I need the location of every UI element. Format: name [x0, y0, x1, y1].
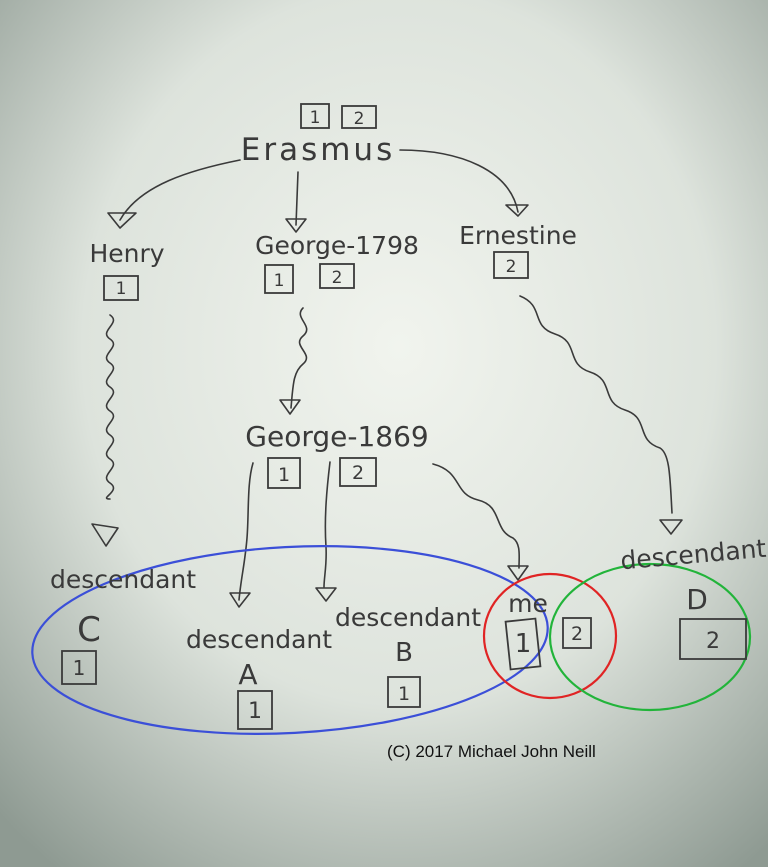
- badge-box: [341, 105, 377, 129]
- badge-box: [264, 264, 294, 294]
- arrows: [105, 149, 673, 601]
- arrowheads: [91, 204, 683, 608]
- badge-label: 2: [352, 462, 364, 484]
- arrowhead-descendantD: [659, 519, 683, 535]
- arrow-ernestine-descendantD: [519, 295, 673, 514]
- arrow-george1869-descendantA: [238, 462, 254, 601]
- copyright-text: (C) 2017 Michael John Neill: [387, 742, 596, 761]
- badge-box: [267, 457, 301, 489]
- badge-label: 1: [116, 279, 127, 299]
- badge-box: [237, 690, 273, 730]
- node-ernestine: Ernestine 2: [459, 221, 577, 279]
- arrow-erasmus-george1798: [295, 171, 299, 226]
- node-name: descendant: [186, 625, 332, 654]
- blue-group-ellipse: [31, 545, 549, 735]
- node-letter: C: [77, 610, 101, 650]
- arrow-george1798-george1869: [290, 307, 308, 409]
- badge-label: 2: [354, 109, 365, 129]
- node-name: Ernestine: [459, 221, 577, 250]
- node-name: descendant: [335, 603, 481, 632]
- node-name: Erasmus: [241, 132, 395, 168]
- arrow-george1869-me: [432, 463, 521, 569]
- node-letter: A: [238, 658, 257, 691]
- node-me: me 1 2: [504, 589, 592, 671]
- badge-box: [339, 457, 377, 487]
- arrowhead-henry: [107, 212, 137, 229]
- arrow-henry-descendantC: [105, 314, 115, 500]
- node-letter: D: [686, 583, 708, 616]
- arrowhead-ernestine: [505, 204, 529, 217]
- node-name: descendant: [50, 565, 196, 594]
- badge-box: [504, 617, 542, 671]
- badge-label: 2: [506, 257, 517, 277]
- node-name: George-1798: [255, 231, 419, 260]
- node-descendant-b: descendant B 1: [335, 603, 481, 708]
- badge-box: [387, 676, 421, 708]
- badge-label: 1: [274, 271, 285, 291]
- badge-label: 1: [398, 683, 410, 705]
- badge-box: [562, 617, 592, 649]
- arrow-erasmus-ernestine: [399, 149, 519, 213]
- badge-label: 2: [571, 623, 583, 645]
- badge-label: 1: [73, 656, 86, 680]
- node-george-1798: George-1798 1 2: [255, 231, 419, 294]
- node-erasmus: 1 2 Erasmus: [241, 103, 395, 168]
- badge-box: [103, 275, 139, 301]
- node-descendant-c: descendant C 1: [50, 565, 196, 685]
- badge-label: 2: [332, 268, 343, 288]
- arrowhead-me: [507, 565, 529, 581]
- arrowhead-george1869: [279, 399, 301, 415]
- groups: [31, 545, 752, 735]
- arrowhead-descendantA: [229, 592, 251, 608]
- arrowhead-descendantC: [91, 523, 119, 547]
- node-george-1869: George-1869 1 2: [245, 420, 429, 489]
- badge-label: 1: [310, 108, 321, 128]
- badge-box: [493, 251, 529, 279]
- arrowhead-george1798: [285, 218, 307, 233]
- badge-label: 2: [706, 629, 720, 654]
- node-letter: B: [395, 638, 413, 668]
- badge-label: 1: [515, 629, 532, 659]
- badge-box: [61, 650, 97, 685]
- badge-box: [679, 618, 747, 660]
- red-group-circle: [482, 572, 618, 700]
- green-group-ellipse: [548, 562, 752, 712]
- arrow-erasmus-henry: [119, 159, 241, 221]
- node-name: Henry: [89, 239, 164, 268]
- node-descendant-a: descendant A 1: [186, 625, 332, 730]
- badge-box: [319, 263, 355, 289]
- node-name: me: [508, 589, 548, 618]
- badge-label: 1: [248, 699, 262, 724]
- badge-box: [300, 103, 330, 129]
- arrowhead-descendantB: [315, 587, 337, 602]
- node-henry: Henry 1: [89, 239, 165, 301]
- node-name: George-1869: [245, 420, 428, 453]
- badge-label: 1: [278, 464, 290, 486]
